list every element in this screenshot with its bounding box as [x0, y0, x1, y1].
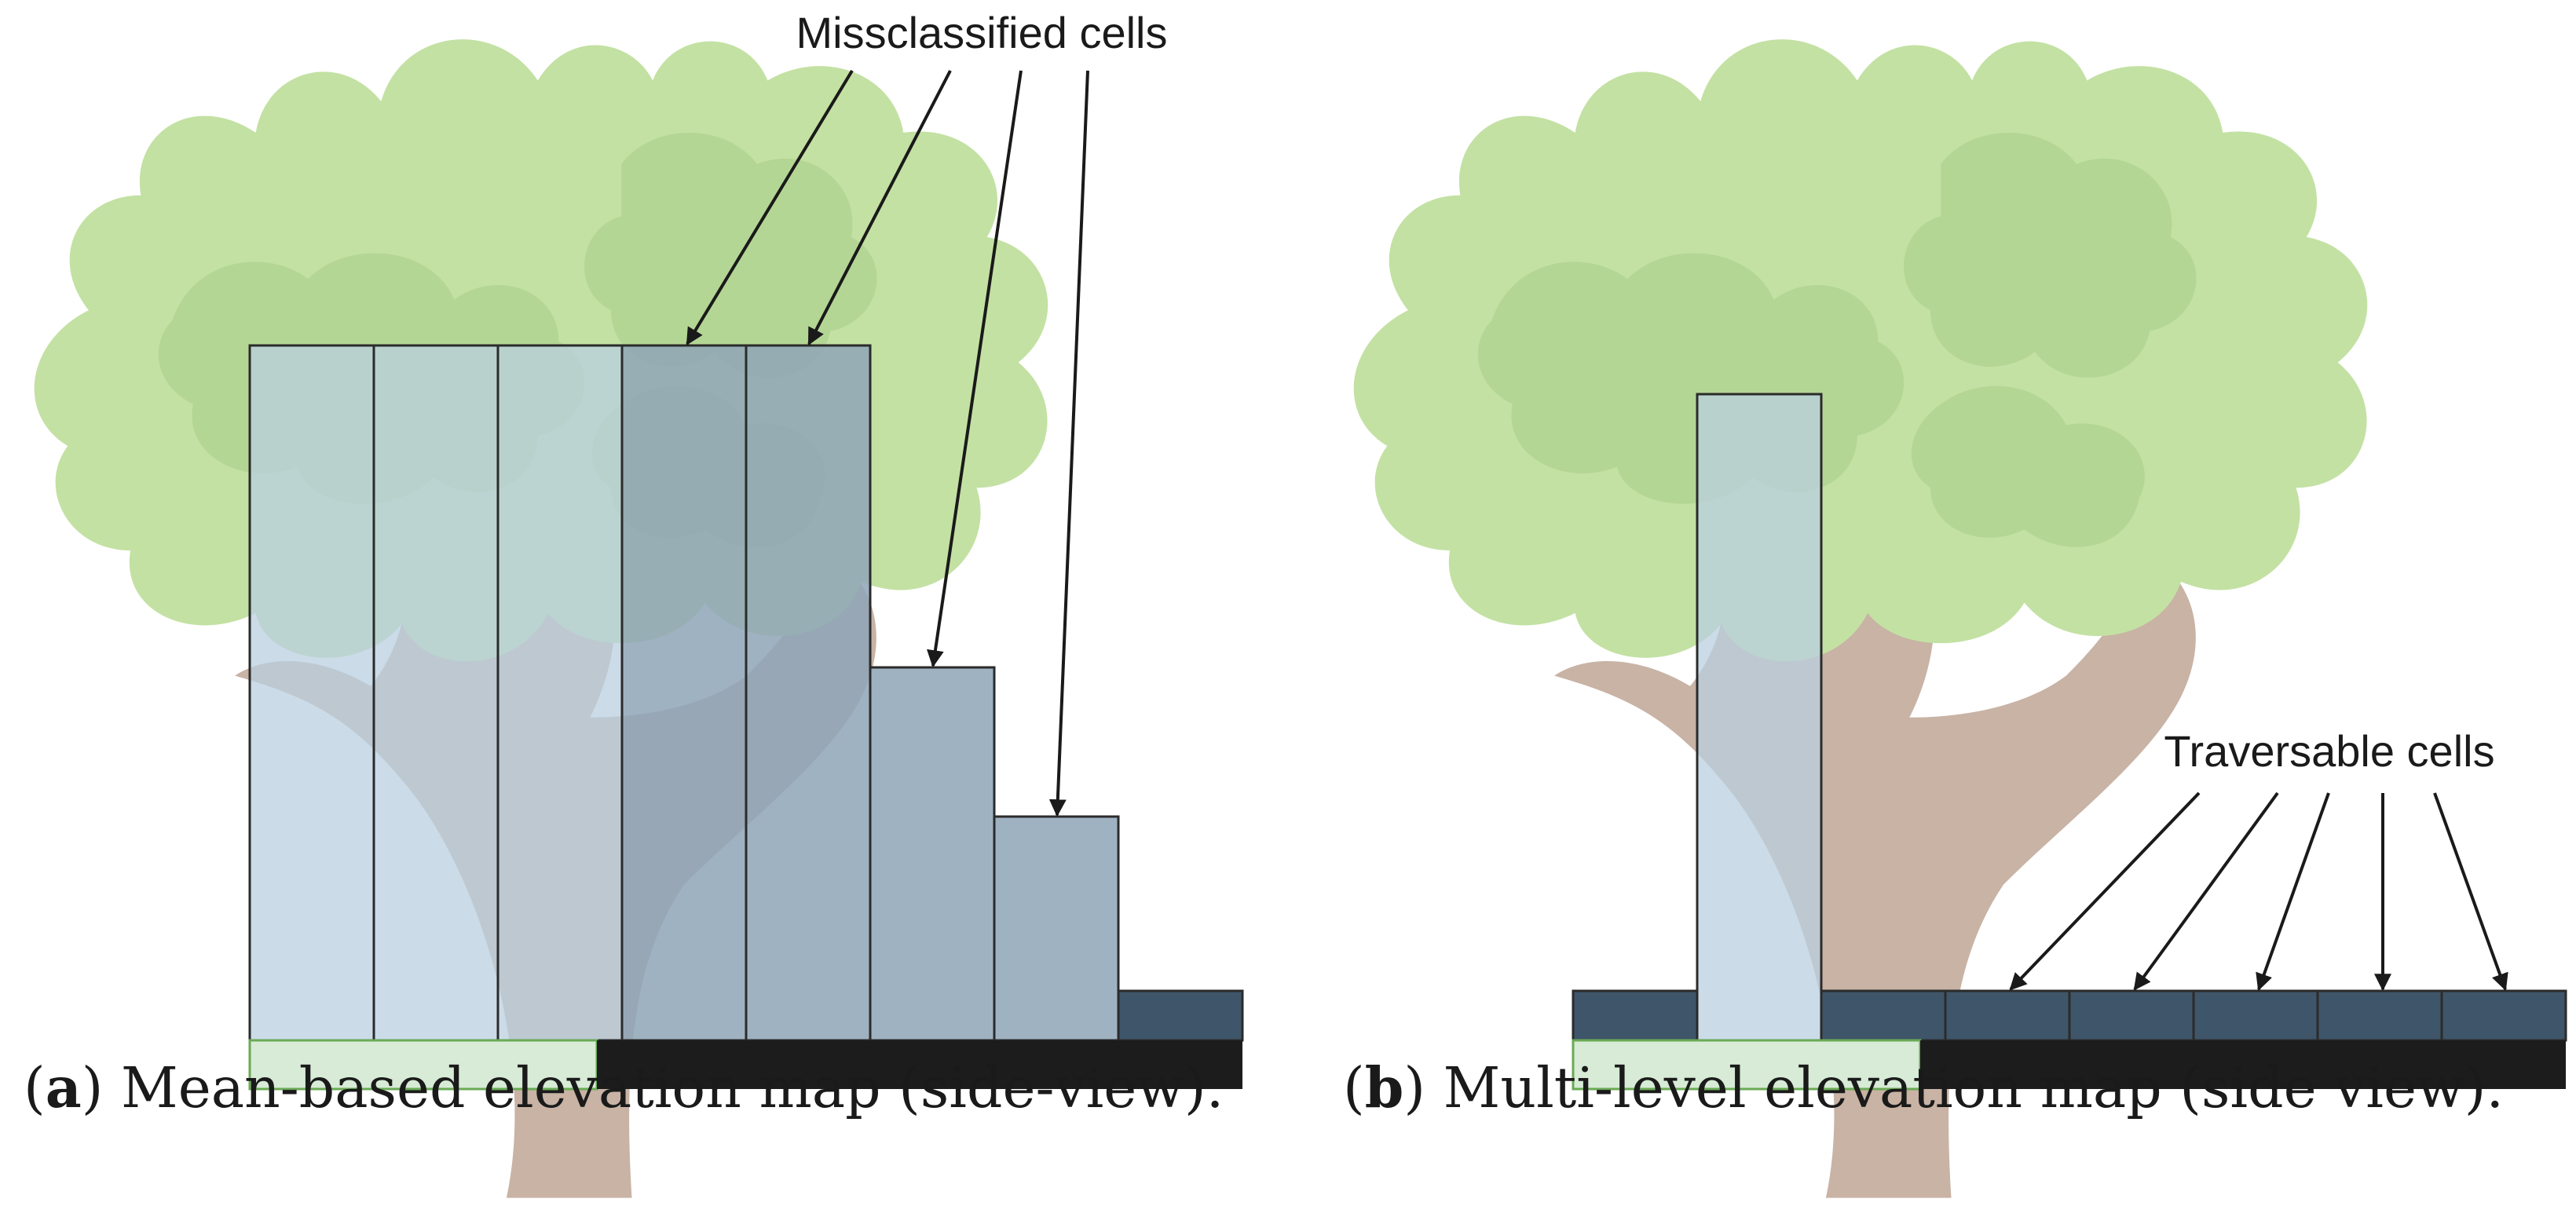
caption-a-letter: a — [45, 1054, 82, 1120]
misclassified-cell — [620, 344, 748, 1042]
traversable-cell — [1944, 989, 2071, 1042]
misclassified-cell — [745, 344, 872, 1042]
callout-arrow — [2133, 791, 2279, 991]
callout-arrow — [807, 70, 952, 345]
ground-cell — [1117, 989, 1244, 1042]
callout-arrow — [686, 69, 854, 345]
column-cell — [248, 344, 375, 1042]
elevation-columns — [248, 344, 1244, 1042]
misclassified-callout-label: Missclassified cells — [796, 8, 1168, 57]
traversable-cell — [2192, 989, 2319, 1042]
callout-arrow — [2256, 792, 2330, 992]
misclassified-cell — [993, 815, 1120, 1042]
traversable-cell — [1820, 989, 1947, 1042]
column-cell — [372, 344, 499, 1042]
panel-a: Missclassified cells — [34, 8, 1244, 1198]
traversable-arrows — [2009, 791, 2508, 992]
traversable-cell — [2316, 989, 2443, 1042]
elevation-columns — [1572, 393, 2567, 1042]
column-cell — [496, 344, 624, 1042]
traversable-cell — [2068, 989, 2195, 1042]
callout-arrow — [2009, 791, 2201, 991]
misclassified-arrows — [686, 69, 1089, 817]
caption-b-letter: b — [1364, 1054, 1404, 1120]
callout-arrow — [1048, 70, 1089, 817]
caption-a-text: Mean-based elevation map (side-view). — [121, 1055, 1224, 1120]
traversable-callout-label: Traversable cells — [2164, 726, 2494, 776]
caption-b: (b) Multi-level elevation map (side view… — [1343, 1054, 2505, 1120]
callout-arrow — [927, 70, 1023, 668]
callout-arrow — [2433, 792, 2508, 992]
traversable-cell — [2440, 989, 2567, 1042]
caption-b-text: Multi-level elevation map (side view). — [1443, 1055, 2505, 1120]
ground-black-segment — [597, 1040, 1242, 1089]
ground-green-segment — [248, 1039, 598, 1091]
misclassified-cell — [869, 666, 996, 1042]
panel-b: Traversable cells — [1353, 39, 2567, 1198]
caption-a: (a) Mean-based elevation map (side-view)… — [24, 1054, 1224, 1120]
ground-black-segment — [1920, 1040, 2566, 1089]
ground-cell — [1572, 989, 1699, 1042]
column-cell — [1696, 393, 1823, 1042]
